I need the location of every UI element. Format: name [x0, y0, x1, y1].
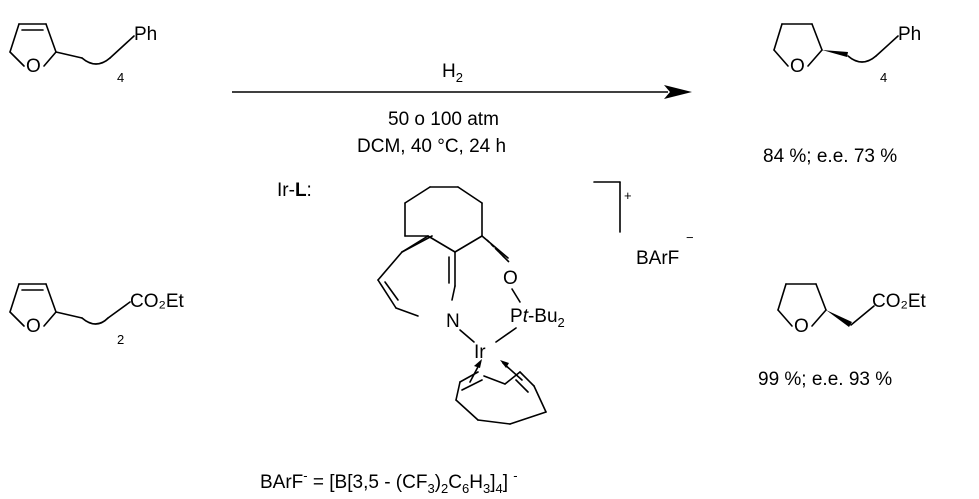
furan-ring-2	[9, 283, 57, 327]
substrate-1: O Ph 4	[9, 23, 157, 85]
reagent-h2: H2	[442, 61, 463, 85]
product-1-repeat: 4	[880, 70, 887, 85]
substrate-2-ester: CO₂Et	[130, 291, 185, 312]
substrate-1-phenyl: Ph	[134, 24, 157, 45]
coordination-arrows	[469, 359, 523, 383]
complex-bracket	[593, 181, 621, 233]
product-2-oxygen: O	[794, 316, 809, 337]
catalyst-label: Ir-L:	[277, 180, 312, 201]
furan-ring-1	[9, 23, 57, 67]
cod-ligand	[455, 371, 547, 425]
product-2-wedge	[826, 310, 852, 327]
substrate-2-chain	[55, 301, 131, 325]
product-1-chain	[847, 35, 899, 63]
o-p-bond	[511, 288, 521, 303]
product-1: O Ph 4 84 %; e.e. 73 %	[763, 23, 921, 167]
catalyst-iridium: Ir	[474, 342, 486, 363]
cyclohexyl-ring	[404, 186, 483, 253]
p-ir-bond	[495, 327, 517, 343]
thf-ring-1	[773, 23, 823, 67]
substrate-2-repeat: 2	[117, 332, 124, 347]
product-1-yield: 84 %; e.e. 73 %	[763, 146, 897, 167]
substrate-2: O CO₂Et 2	[9, 283, 185, 347]
barf-definition: BArF- = [B[3,5 - (CF3)2C6H3]4] -	[260, 468, 518, 496]
substrate-1-chain	[55, 35, 135, 65]
counterion-charge: −	[686, 230, 694, 245]
substrate-1-oxygen: O	[26, 56, 41, 77]
catalyst-structure: O N Pt-Bu2 Ir	[377, 186, 565, 425]
reaction-arrow	[232, 85, 692, 99]
catalyst-nitrogen: N	[446, 311, 460, 332]
substrate-1-repeat: 4	[117, 70, 124, 85]
pressure-condition: 50 o 100 atm	[388, 109, 499, 130]
product-2: O CO₂Et 99 %; e.e. 93 %	[758, 283, 927, 390]
product-1-phenyl: Ph	[898, 24, 921, 45]
pyridine-ring	[377, 235, 456, 317]
product-2-yield: 99 %; e.e. 93 %	[758, 369, 892, 390]
product-1-oxygen: O	[790, 56, 805, 77]
n-ir-bond	[459, 329, 475, 343]
product-2-ester: CO₂Et	[872, 291, 927, 312]
complex-charge: +	[624, 188, 632, 203]
catalyst-oxygen: O	[503, 268, 518, 289]
thf-ring-2	[777, 283, 827, 327]
product-2-chain	[850, 305, 875, 326]
counterion: BArF	[636, 248, 679, 269]
product-1-wedge	[822, 50, 848, 57]
catalyst-phosphorus: Pt-Bu2	[510, 306, 565, 330]
substrate-2-oxygen: O	[26, 316, 41, 337]
solvent-temp-time: DCM, 40 °C, 24 h	[357, 136, 506, 157]
